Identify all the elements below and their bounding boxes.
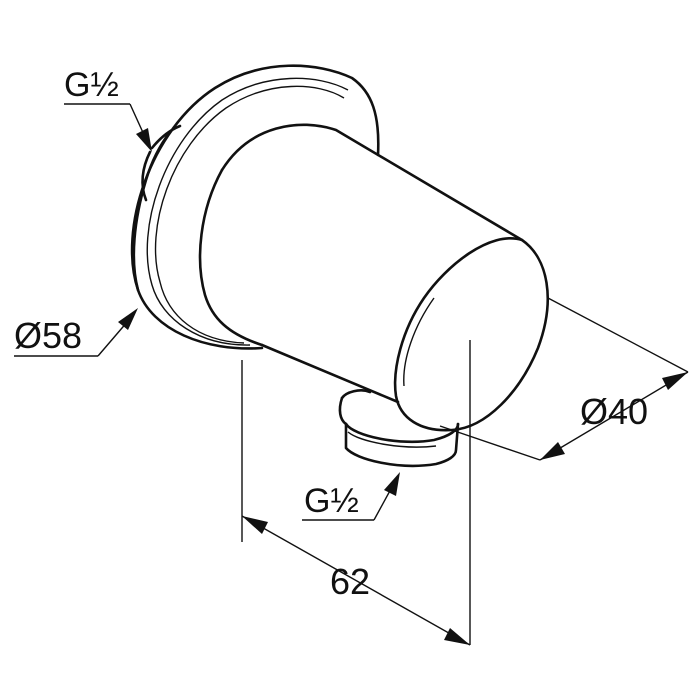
wall-flange (130, 64, 380, 350)
dimension-d40: Ø40 (539, 371, 689, 461)
bottom-outlet (338, 389, 460, 468)
arrow-d58 (118, 308, 138, 330)
extension-line-d40-top (547, 297, 689, 373)
leader-thread-bottom: G½ (302, 472, 400, 521)
label-thread-bottom: G½ (304, 482, 359, 520)
arrow-d40-bottom (540, 442, 565, 460)
rear-thread-nub (141, 124, 182, 202)
arrow-62-start (242, 516, 268, 534)
extension-line-d40-bottom (439, 425, 541, 461)
label-62: 62 (330, 561, 370, 602)
label-d58: Ø58 (14, 315, 82, 356)
label-d40: Ø40 (580, 391, 648, 432)
dimension-d58: Ø58 (14, 308, 138, 357)
arrow-62-end (444, 628, 470, 645)
arrow-d40-top (662, 372, 688, 390)
leader-thread-top: G½ (64, 66, 152, 152)
arrow-thread-top (136, 128, 152, 152)
label-thread-top: G½ (64, 66, 119, 104)
arrow-thread-bottom (384, 472, 400, 496)
cylinder-body (198, 123, 549, 432)
dimension-62: 62 (241, 515, 471, 646)
extension-lines (241, 297, 689, 645)
